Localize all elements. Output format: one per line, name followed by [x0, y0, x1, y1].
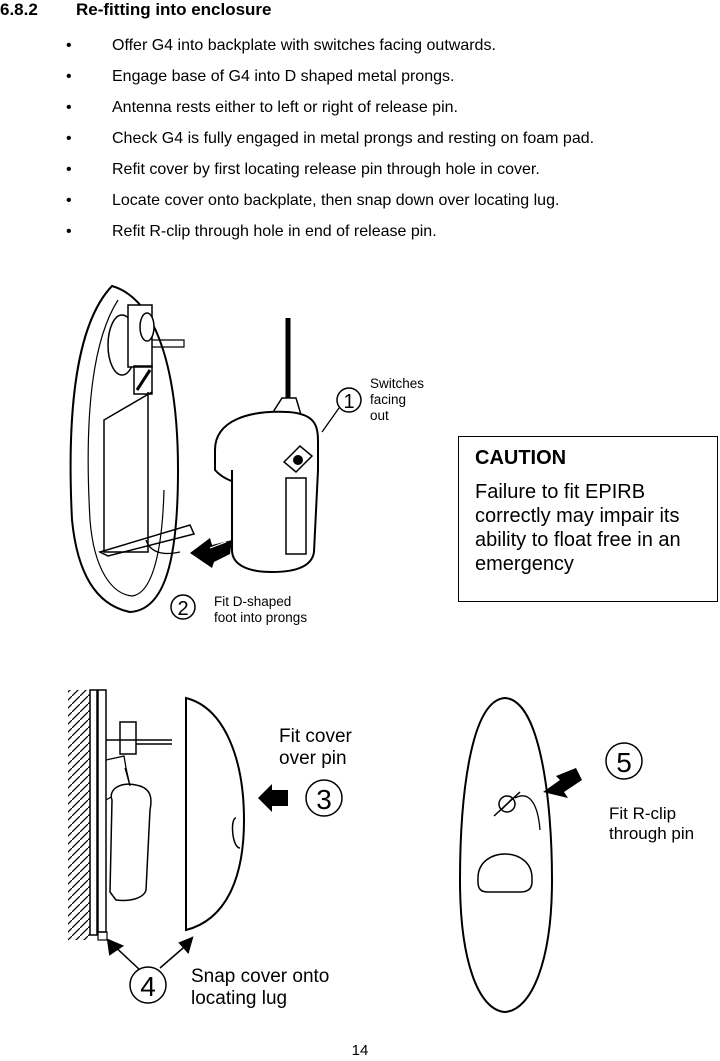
list-item-text: Locate cover onto backplate, then snap d…	[112, 192, 560, 209]
instruction-list: • Offer G4 into backplate with switches f…	[66, 30, 594, 247]
section-title: Re-fitting into enclosure	[76, 0, 272, 19]
step-5-marker: 5	[605, 742, 643, 780]
bullet-marker: •	[66, 161, 72, 178]
push-arrow-icon	[190, 538, 232, 568]
step-1-label: Switches facing out	[370, 376, 425, 423]
list-item-text: Refit cover by first locating release pi…	[112, 161, 540, 178]
push-arrow-icon	[543, 768, 582, 798]
push-arrow-icon	[258, 784, 288, 812]
list-item-text: Refit R-clip through hole in end of rele…	[112, 223, 437, 240]
list-item: • Locate cover onto backplate, then snap …	[66, 185, 594, 216]
step-2-marker: 2	[170, 594, 196, 620]
step-4-label: Snap cover onto locating lug	[191, 966, 330, 1010]
list-item: • Offer G4 into backplate with switches f…	[66, 30, 594, 61]
bullet-marker: •	[66, 68, 72, 85]
side-view-drawing	[68, 689, 246, 971]
bullet-marker: •	[66, 223, 72, 240]
backplate-drawing	[69, 284, 196, 614]
list-item: • Refit cover by first locating release p…	[66, 154, 594, 185]
list-item: • Antenna rests either to left or right o…	[66, 92, 594, 123]
list-item-text: Check G4 is fully engaged in metal prong…	[112, 130, 595, 147]
bullet-marker: •	[66, 99, 72, 116]
step-3-label: Fit cover over pin	[279, 726, 352, 770]
step-5-label: Fit R-clip through pin	[609, 804, 695, 844]
step-2-number: 2	[177, 598, 188, 620]
front-view-drawing	[458, 696, 554, 1014]
bullet-marker: •	[66, 192, 72, 209]
step-4-number: 4	[140, 971, 156, 1002]
list-item-text: Offer G4 into backplate with switches fa…	[112, 37, 496, 54]
step-3-number: 3	[316, 784, 332, 815]
list-item: • Refit R-clip through hole in end of rel…	[66, 216, 594, 247]
step-5-number: 5	[616, 747, 632, 778]
bullet-marker: •	[66, 130, 72, 147]
bullet-marker: •	[66, 37, 72, 54]
list-item-text: Engage base of G4 into D shaped metal pr…	[112, 68, 455, 85]
section-heading: 6.8.2 Re-fitting into enclosure	[0, 0, 272, 20]
list-item-text: Antenna rests either to left or right of…	[112, 99, 458, 116]
g4-beacon-drawing	[214, 318, 340, 574]
step-1-number: 1	[343, 391, 354, 413]
caution-box: CAUTION Failure to fit EPIRB correctly m…	[458, 436, 718, 602]
list-item: • Engage base of G4 into D shaped metal p…	[66, 61, 594, 92]
list-item: • Check G4 is fully engaged in metal pron…	[66, 123, 594, 154]
caution-text: Failure to fit EPIRB correctly may impai…	[475, 481, 681, 575]
step-1-marker: 1	[336, 387, 362, 413]
section-number: 6.8.2	[0, 0, 38, 19]
step-4-marker: 4	[129, 966, 167, 1004]
caution-title: CAUTION	[475, 447, 567, 469]
page-number: 14	[351, 1042, 369, 1059]
step-2-label: Fit D-shaped foot into prongs	[214, 594, 308, 625]
step-3-marker: 3	[305, 779, 343, 817]
